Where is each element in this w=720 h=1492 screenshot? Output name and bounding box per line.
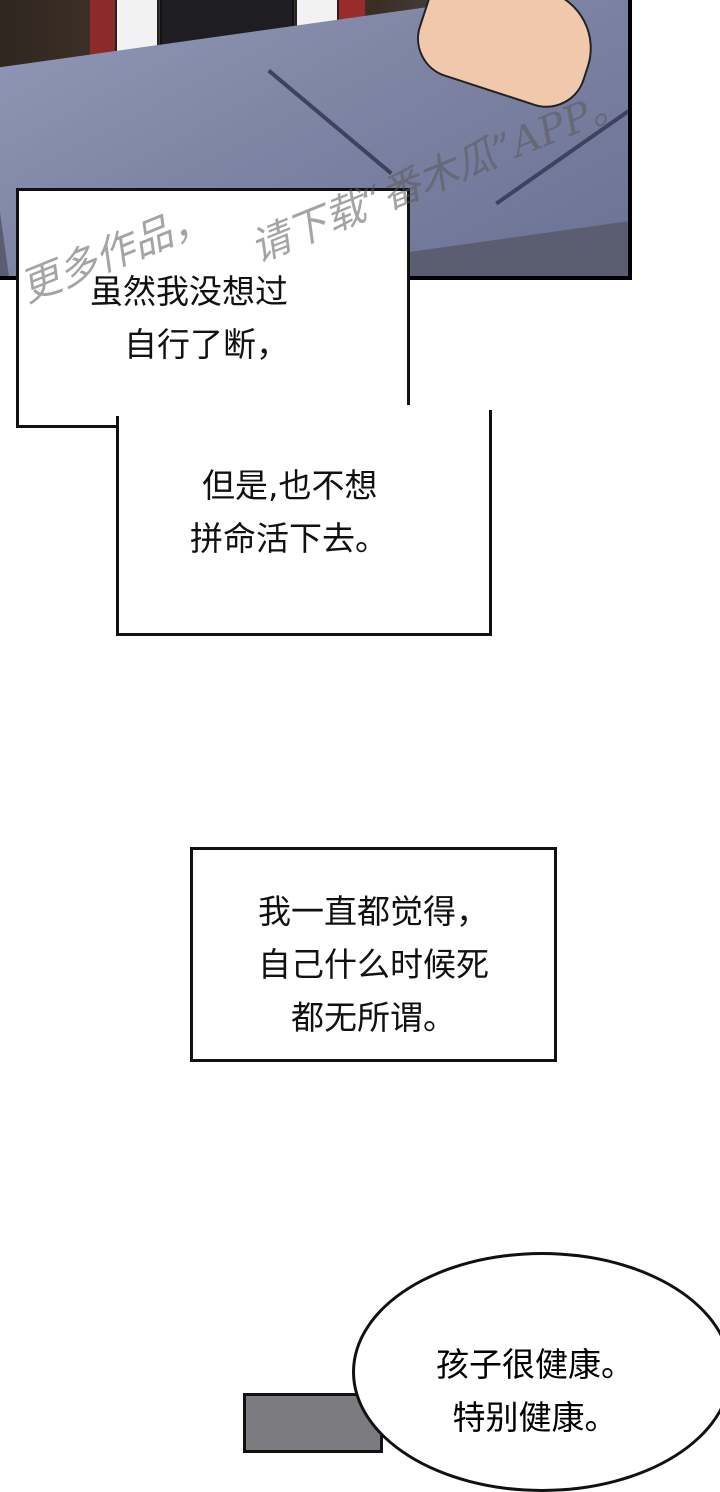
caption-text-2: 但是,也不想 拼命活下去。 xyxy=(190,460,388,566)
caption-line: 虽然我没想过 xyxy=(90,272,288,311)
speech-line: 特别健康。 xyxy=(452,1397,618,1437)
caption-box-1 xyxy=(16,188,410,428)
caption-line: 我一直都觉得， xyxy=(258,892,489,931)
caption-box-joint xyxy=(119,405,489,435)
caption-line: 自己什么时候死 xyxy=(258,944,489,984)
caption-box-3: 我一直都觉得， 自己什么时候死 都无所谓。 xyxy=(190,847,557,1062)
comic-panel-top xyxy=(0,0,632,280)
speech-text: 孩子很健康。 特别健康。 xyxy=(355,1339,715,1445)
caption-text-3: 我一直都觉得， 自己什么时候死 都无所谓。 xyxy=(193,886,554,1044)
caption-box-2 xyxy=(116,410,492,636)
caption-line: 自行了断， xyxy=(124,324,289,364)
caption-line: 拼命活下去。 xyxy=(190,518,388,558)
speech-line: 孩子很健康。 xyxy=(436,1345,634,1384)
speech-bubble: 孩子很健康。 特别健康。 xyxy=(352,1252,720,1492)
caption-line: 都无所谓。 xyxy=(291,997,456,1037)
caption-text-1: 虽然我没想过 自行了断， xyxy=(90,266,289,372)
caption-line: 但是,也不想 xyxy=(202,466,378,505)
